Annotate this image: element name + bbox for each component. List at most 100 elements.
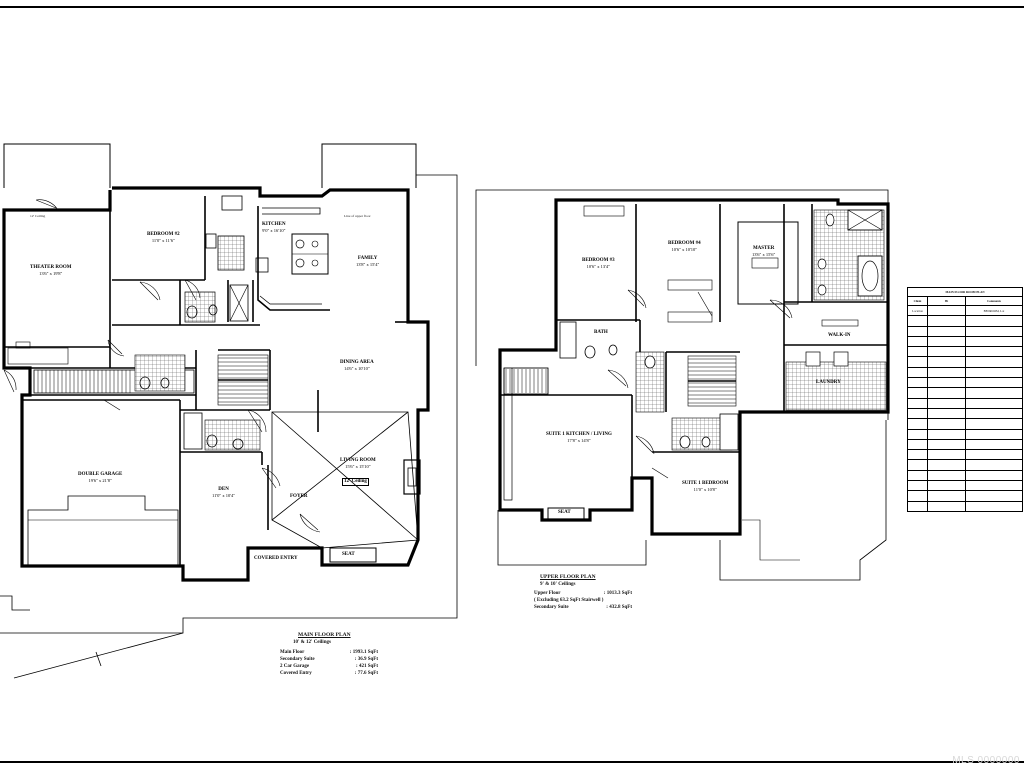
table-title: MAIN FLOOR ROOM PLAN [907,287,1023,297]
table-cell: Location [907,304,928,317]
table-row [907,407,1023,420]
table-cell [927,500,966,512]
table-cell [907,469,928,482]
table-cell [965,346,1023,358]
table-row [907,480,1023,492]
table-cell [927,469,966,482]
table-row [907,397,1023,409]
table-cell [965,459,1023,471]
table-cell [965,438,1023,451]
table-row [907,449,1023,461]
table-cell [907,356,928,368]
table-cell [965,397,1023,409]
sheet-border [0,6,1024,763]
upper-floor-plan [475,189,890,581]
table-cell [927,366,966,379]
table-cell [907,387,928,399]
table-row [907,428,1023,440]
table-cell [927,418,966,430]
room-foyer: FOYER [290,494,308,499]
table-cell [907,377,928,389]
table-cell [927,428,966,440]
table-cell [927,407,966,420]
table-cell [927,304,966,317]
table-cell [927,377,966,389]
table-cell [907,407,928,420]
table-cell [965,315,1023,327]
upper-floor-subtitle: 9' & 10' Ceilings [540,582,576,587]
main-floor-stats: Main Floor: 1993.1 SqFt Secondary Suite:… [280,649,378,677]
table-cell [965,480,1023,492]
table-cell [965,387,1023,399]
table-cell [965,377,1023,389]
table-cell [907,418,928,430]
watermark: MLS 0000000 [952,755,1020,766]
table-cell [907,428,928,440]
table-row [907,356,1023,368]
table-cell [965,500,1023,512]
table-row [907,335,1023,348]
note-upper-floor-line: Line of upper floor [344,214,371,218]
table-cell [927,449,966,461]
table-cell [965,366,1023,379]
table-row [907,346,1023,358]
table-cell [927,459,966,471]
table-cell [927,387,966,399]
table-row [907,325,1023,337]
table-cell [907,480,928,492]
table-cell [965,449,1023,461]
table-header: Client [907,296,928,306]
room-walk-in: WALK-IN [828,333,851,338]
table-cell [965,325,1023,337]
main-floor-title: MAIN FLOOR PLAN [298,632,351,638]
table-cell [927,325,966,337]
stat-row: Secondary Suite: 36.9 SqFt [280,657,378,662]
table-cell [927,397,966,409]
table-row [907,377,1023,389]
table-row [907,469,1023,482]
stat-row: Main Floor: 1993.1 SqFt [280,650,378,655]
table-cell [927,335,966,348]
table-cell: BEDROOM, Lot [965,304,1023,317]
table-cell [907,500,928,512]
table-cell [907,459,928,471]
table-cell [927,490,966,502]
table-cell [907,397,928,409]
upper-floor-stats: Upper Floor: 1013.3 SqFt ( Excluding 63.… [534,590,632,611]
table-header: Ht [927,296,966,306]
table-header: Comments [965,296,1023,306]
room-seat-upper: SEAT [558,510,571,515]
table-row [907,418,1023,430]
room-covered-entry: COVERED ENTRY [254,556,298,561]
table-cell [965,356,1023,368]
table-row [907,438,1023,451]
table-cell [927,356,966,368]
table-row [907,366,1023,379]
table-cell [965,335,1023,348]
upper-floor-title: UPPER FLOOR PLAN [540,574,596,580]
table-cell [927,315,966,327]
room-laundry: LAUNDRY [816,380,841,385]
upper-stairs [505,358,736,404]
table-cell [965,407,1023,420]
stat-row: Upper Floor: 1013.3 SqFt [534,591,632,596]
stat-row: Secondary Suite: 432.8 SqFt [534,605,632,610]
table-cell [907,490,928,502]
table-cell [965,469,1023,482]
room-schedule-table: MAIN FLOOR ROOM PLAN Client Ht Comments … [907,287,1023,512]
table-row [907,500,1023,512]
note-ceiling: 12' Ceiling [30,214,46,218]
table-row [907,387,1023,399]
